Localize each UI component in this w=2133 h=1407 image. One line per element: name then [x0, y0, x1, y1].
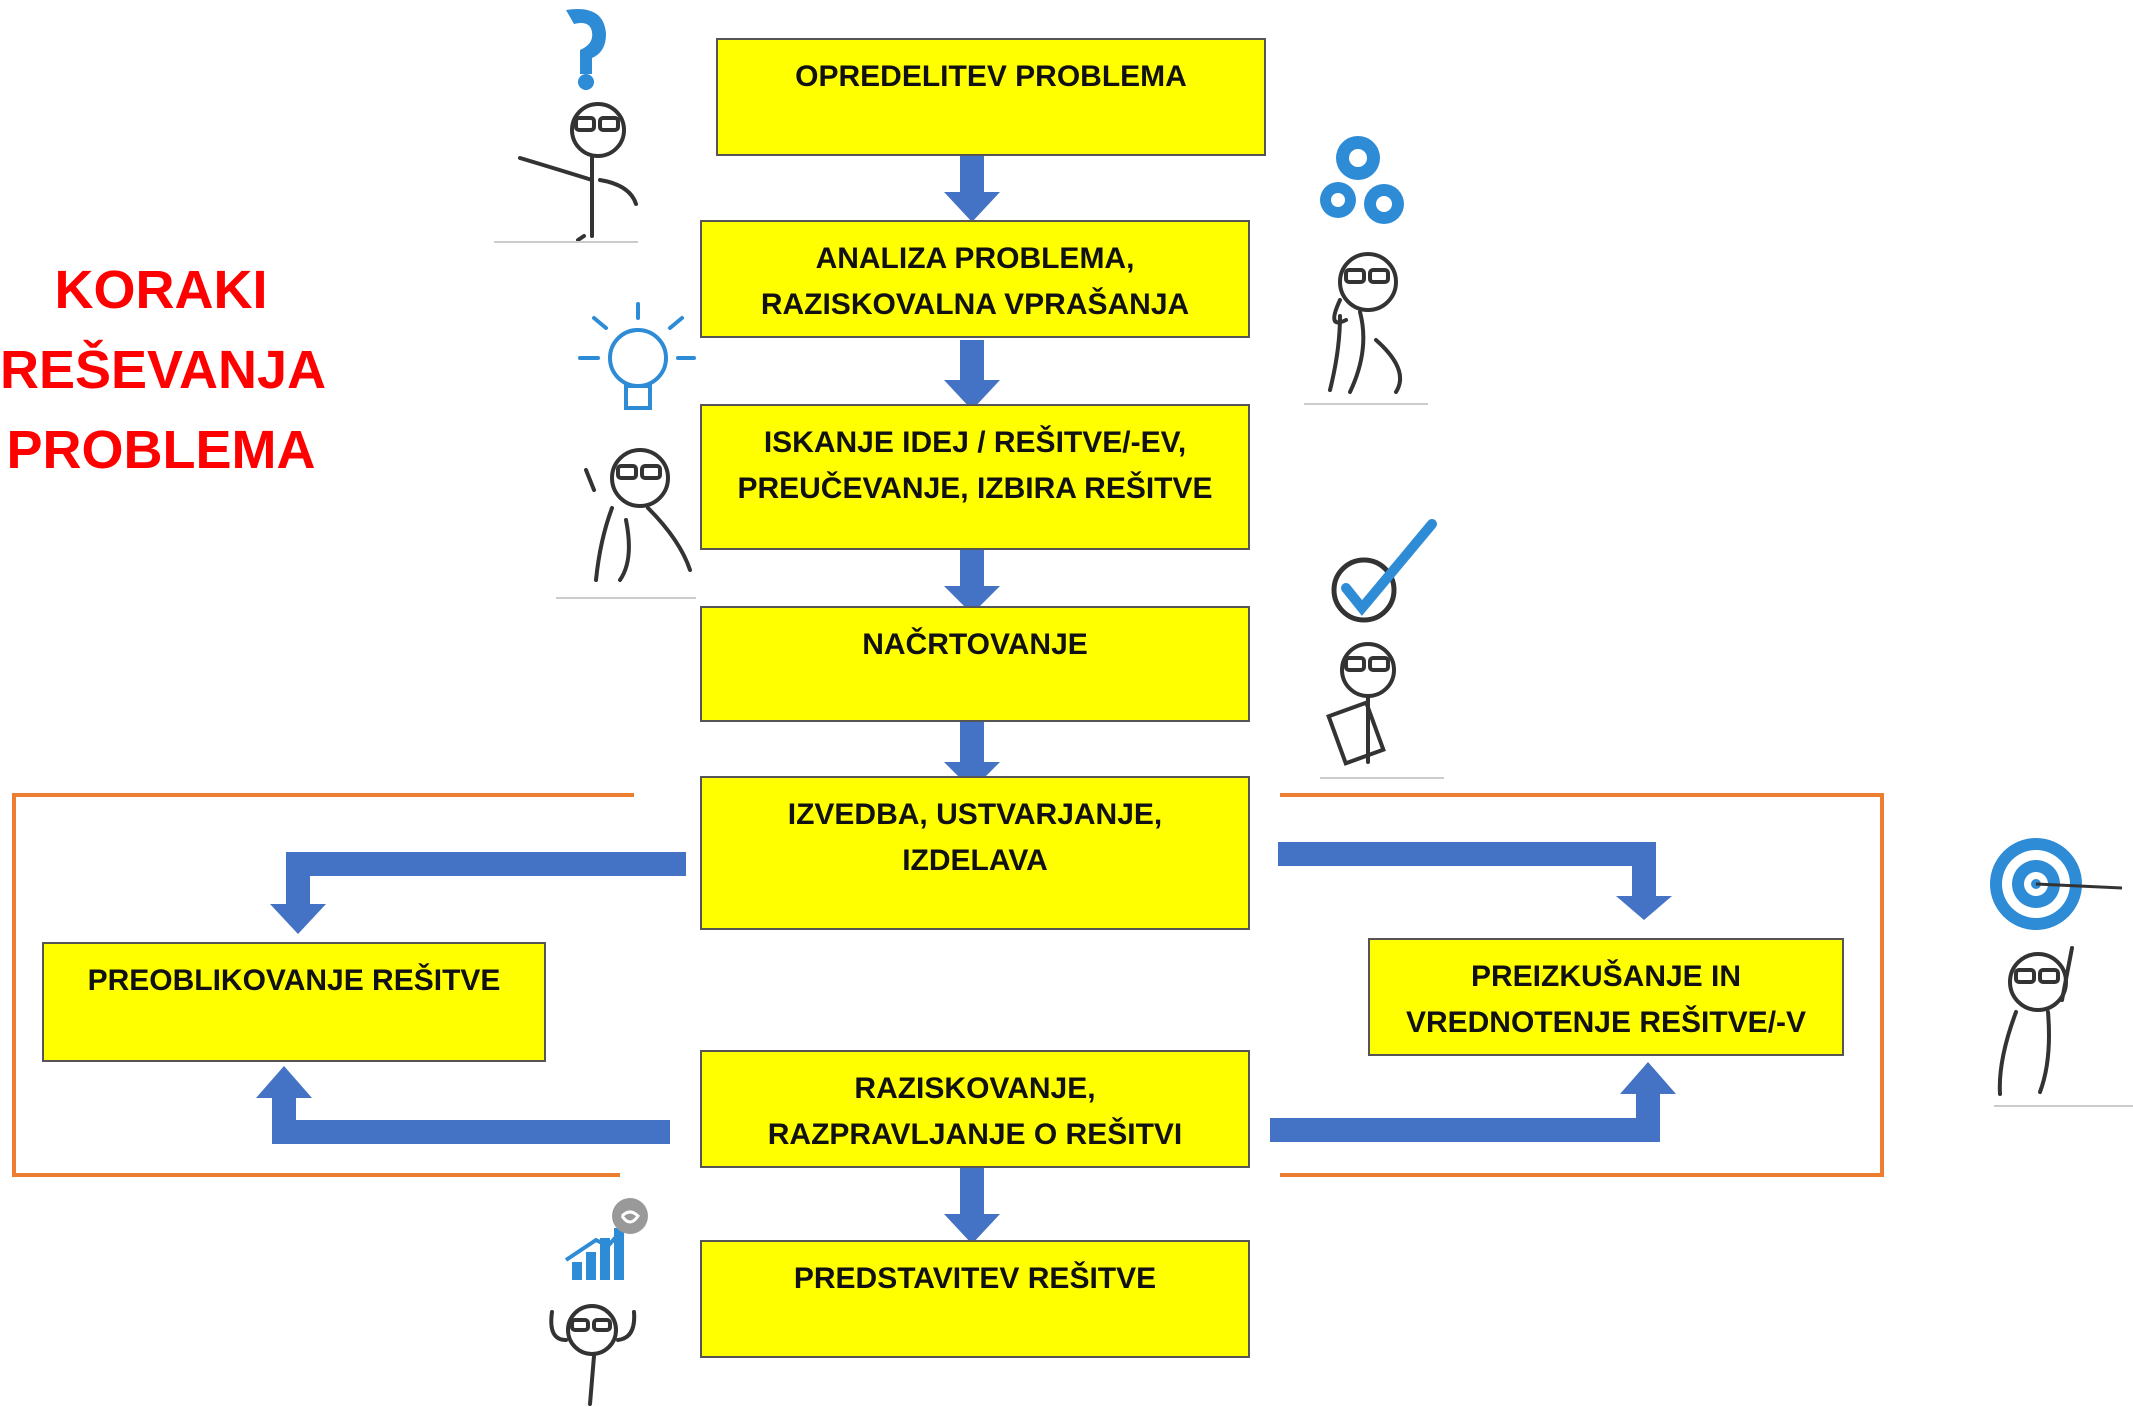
- target-icon: [1990, 838, 2123, 930]
- step-problem-analysis: ANALIZA PROBLEMA, RAZISKOVALNA VPRAŠANJA: [700, 220, 1250, 338]
- step-research-discussion-label: RAZISKOVANJE, RAZPRAVLJANJE O REŠITVI: [767, 1072, 1183, 1151]
- step-idea-search-label: ISKANJE IDEJ / REŠITVE/-EV, PREUČEVANJE,…: [737, 426, 1213, 505]
- arrow-s1-s2: [944, 152, 1000, 222]
- step-idea-search: ISKANJE IDEJ / REŠITVE/-EV, PREUČEVANJE,…: [700, 404, 1250, 550]
- arrow-s8-s9: [944, 1168, 1000, 1244]
- growth-chart-icon: [564, 1198, 648, 1280]
- step-testing-label: PREIZKUŠANJE IN VREDNOTENJE REŠITVE/-V: [1405, 960, 1807, 1039]
- step-research-discussion: RAZISKOVANJE, RAZPRAVLJANJE O REŠITVI: [700, 1050, 1250, 1168]
- arrow-s3-s4: [944, 548, 1000, 614]
- step-planning-label: NAČRTOVANJE: [862, 628, 1088, 661]
- flow-arrows: [256, 152, 1676, 1244]
- question-mark-icon: [566, 9, 606, 90]
- step-execution-label: IZVEDBA, USTVARJANJE, IZDELAVA: [787, 798, 1163, 877]
- diagram-title: KORAKI REŠEVANJA PROBLEMA: [0, 260, 327, 480]
- arrow-s8-s7: [1270, 1062, 1676, 1142]
- figure-planning: [1326, 642, 1396, 766]
- figure-target: [1997, 946, 2074, 1096]
- figure-idea: [584, 448, 692, 582]
- step-testing: PREIZKUŠANJE IN VREDNOTENJE REŠITVE/-V: [1368, 938, 1844, 1056]
- arrow-s2-s3: [944, 340, 1000, 410]
- step-presentation-label: PREDSTAVITEV REŠITVE: [793, 1262, 1157, 1295]
- loop-frame: [12, 793, 1884, 1177]
- step-problem-analysis-label: ANALIZA PROBLEMA, RAZISKOVALNA VPRAŠANJA: [760, 242, 1190, 321]
- step-execution: IZVEDBA, USTVARJANJE, IZDELAVA: [700, 776, 1250, 930]
- figure-celebrating: [549, 1304, 637, 1406]
- step-planning: NAČRTOVANJE: [700, 606, 1250, 722]
- arrow-s8-s6: [256, 1066, 670, 1144]
- figure-thinking: [1328, 252, 1402, 394]
- figure-question: [518, 102, 638, 242]
- step-reshaping-label: PREOBLIKOVANJE REŠITVE: [87, 964, 501, 997]
- step-reshaping: PREOBLIKOVANJE REŠITVE: [42, 942, 546, 1062]
- step-presentation: PREDSTAVITEV REŠITVE: [700, 1240, 1250, 1358]
- checkmark-icon: [1331, 519, 1437, 623]
- arrow-s5-s6: [270, 852, 686, 934]
- step-problem-definition-label: OPREDELITEV PROBLEMA: [795, 60, 1187, 93]
- arrow-s5-s7: [1278, 842, 1672, 920]
- light-bulb-icon: [578, 302, 696, 410]
- step-problem-definition: OPREDELITEV PROBLEMA: [716, 38, 1266, 156]
- gears-icon: [1320, 136, 1404, 224]
